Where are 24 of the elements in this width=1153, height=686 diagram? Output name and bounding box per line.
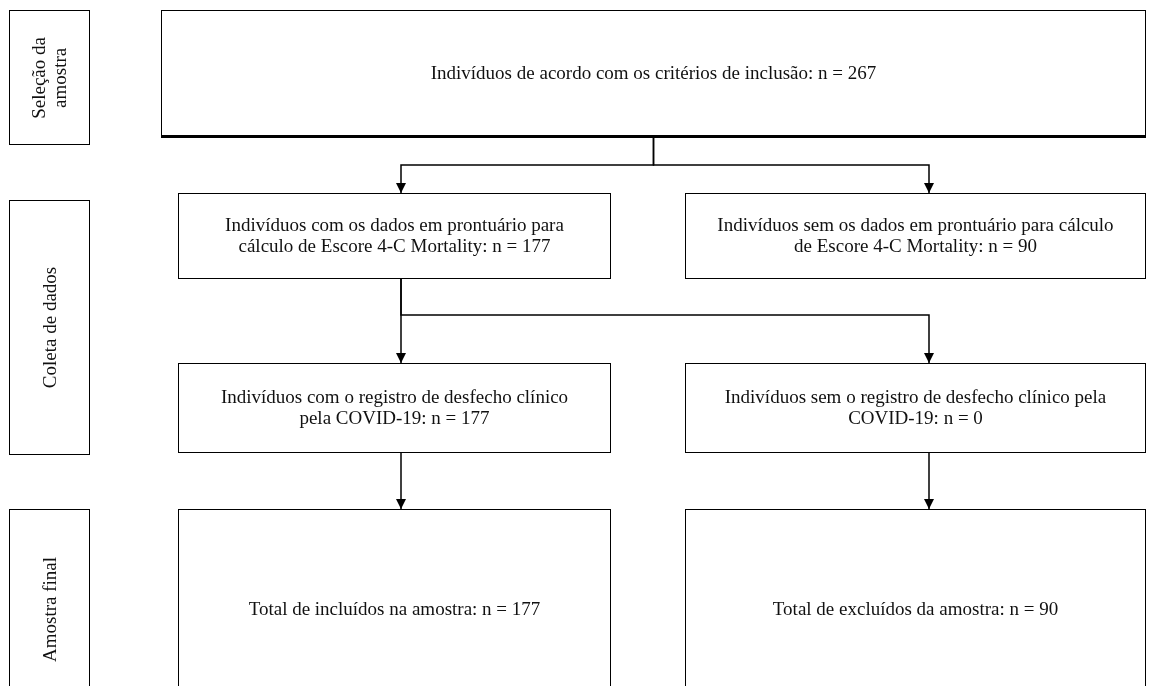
box-text: Total de incluídos na amostra: n = 177 — [247, 598, 542, 620]
process-box — [178, 193, 611, 279]
box-text: Total de excluídos da amostra: n = 90 — [771, 598, 1060, 620]
box-text: Indivíduos sem o registro de desfecho clínico pela COVID-19: n = 0 — [723, 387, 1108, 429]
stage-label: Coleta de dados — [39, 265, 60, 391]
arrow — [652, 137, 934, 194]
box-text: Indivíduos com o registro de desfecho clínico pela COVID-19: n = 177 — [219, 387, 570, 429]
stage-label-box — [9, 200, 90, 455]
arrow — [924, 452, 934, 510]
box-text: Indivíduos sem os dados em prontuário para cálculo de Escore 4-C Mortality: n = 90 — [716, 215, 1115, 257]
box-text: Indivíduos com os dados em prontuário para cálculo de Escore 4-C Mortality: n = 177 — [224, 215, 565, 257]
stage-label: Amostra final — [39, 555, 60, 664]
stage-label: Seleção da amostra — [28, 35, 71, 121]
stage-label-box — [9, 10, 90, 145]
process-box — [685, 363, 1146, 453]
process-box — [178, 363, 611, 453]
arrow — [400, 278, 934, 364]
stage-label-box — [9, 509, 90, 686]
process-box — [178, 509, 611, 686]
box-text: Indivíduos de acordo com os critérios de inclusão: n = 267 — [429, 62, 878, 84]
process-box — [685, 509, 1146, 686]
arrow — [396, 452, 406, 510]
process-box — [161, 10, 1146, 138]
process-box — [685, 193, 1146, 279]
